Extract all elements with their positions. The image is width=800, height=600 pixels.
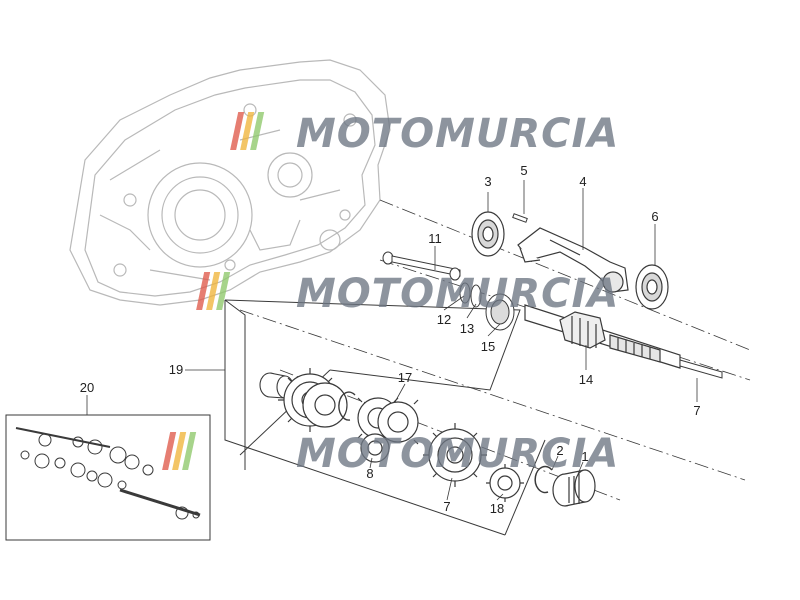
watermark-text-middle: MOTOMURCIA — [296, 271, 619, 317]
callout-1: 1 — [581, 449, 588, 464]
needle-bearing-sleeve — [259, 372, 294, 399]
callout-20: 20 — [80, 380, 94, 395]
bearing-part-15 — [485, 293, 515, 331]
callout-14: 14 — [579, 372, 593, 387]
gear-large-2 — [302, 382, 348, 428]
circlip-17 — [338, 391, 356, 421]
callout-12: 12 — [437, 312, 451, 327]
callout-15: 15 — [481, 339, 495, 354]
bearing-part-6 — [635, 264, 669, 310]
callout-labels: 3 5 4 6 11 12 13 15 14 7 17 8 7 18 2 1 1… — [80, 163, 701, 516]
gear-part-7 — [423, 423, 487, 487]
callout-19: 19 — [169, 362, 183, 377]
main-shaft-part-14 — [524, 304, 681, 369]
callout-18: 18 — [490, 501, 504, 516]
callout-7: 7 — [443, 499, 450, 514]
washer-part-12 — [459, 282, 471, 304]
callout-6: 6 — [651, 209, 658, 224]
pin-part-5 — [512, 213, 528, 223]
bolt-part-11 — [382, 251, 461, 281]
callout-11: 11 — [428, 231, 442, 246]
assembly-19-bracket — [224, 299, 546, 536]
rod-part-9 — [679, 359, 723, 379]
callout-17: 17 — [398, 370, 412, 385]
watermark-text-top: MOTOMURCIA — [296, 111, 619, 157]
watermark-middle: MOTOMURCIA — [196, 271, 619, 317]
callout-8: 8 — [366, 466, 373, 481]
callout-2: 2 — [556, 443, 563, 458]
gear-part-17 — [357, 397, 419, 445]
needle-bearing-part-1 — [552, 469, 596, 507]
callout-13: 13 — [460, 321, 474, 336]
watermark-top: MOTOMURCIA — [230, 111, 619, 157]
callout-5: 5 — [520, 163, 527, 178]
callout-9: 7 — [693, 403, 700, 418]
callout-4: 4 — [579, 174, 586, 189]
inset-assembly-20 — [5, 414, 211, 541]
crankcase-housing — [69, 59, 391, 306]
gear-part-18 — [486, 464, 524, 502]
watermark-text-bottom: MOTOMURCIA — [296, 431, 619, 477]
gear-part-8 — [360, 433, 390, 463]
circlip-part-2 — [534, 465, 553, 494]
watermark-bottom: MOTOMURCIA — [162, 431, 619, 477]
callout-leaders — [86, 180, 698, 501]
callout-3: 3 — [484, 174, 491, 189]
selector-fork-part-4 — [517, 227, 629, 293]
bearing-part-3 — [471, 211, 505, 257]
washer-part-13 — [470, 284, 482, 308]
